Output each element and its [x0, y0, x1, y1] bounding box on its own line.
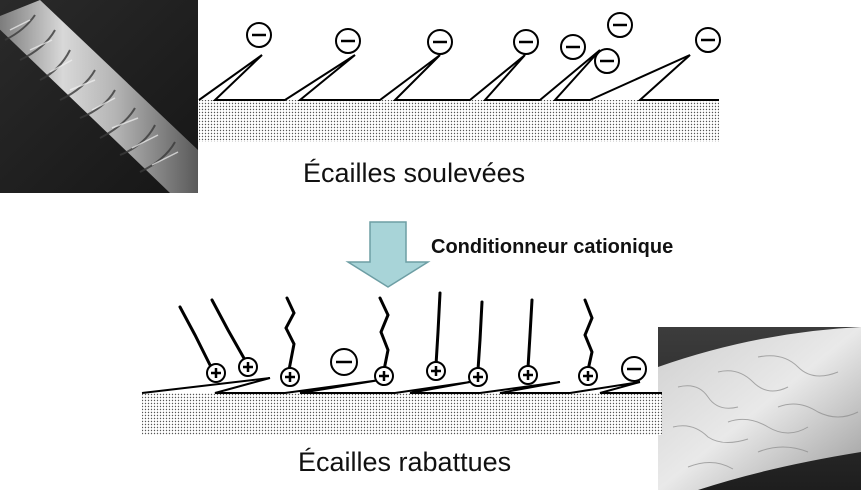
- top-lifted-scales: [198, 49, 719, 101]
- positive-charge-icon: [280, 367, 300, 387]
- negative-charge-icon: [335, 28, 361, 54]
- conditioner-polymer-chains: [178, 291, 594, 372]
- bottom-caption: Écailles rabattues: [298, 447, 512, 477]
- bottom-positive-charges: [206, 357, 598, 387]
- top-cuticle-surface: [199, 100, 719, 142]
- positive-charge-icon: [426, 361, 446, 381]
- top-caption: Écailles soulevées: [303, 158, 526, 188]
- top-negative-charges: [246, 12, 721, 74]
- negative-charge-icon: [621, 356, 647, 382]
- negative-charge-icon: [695, 27, 721, 53]
- negative-charge-icon: [330, 348, 358, 376]
- positive-charge-icon: [468, 367, 488, 387]
- lifted-cuticle-micrograph: [0, 0, 198, 193]
- negative-charge-icon: [246, 22, 272, 48]
- conditioner-label: Conditionneur cationique: [431, 236, 674, 258]
- bottom-negative-charges: [330, 348, 647, 382]
- negative-charge-icon: [513, 29, 539, 55]
- positive-charge-icon: [238, 357, 258, 377]
- bottom-cuticle-surface: [142, 393, 662, 435]
- negative-charge-icon: [427, 29, 453, 55]
- down-arrow-icon: [345, 221, 431, 288]
- negative-charge-icon: [594, 48, 620, 74]
- bottom-flattened-scales: [141, 377, 662, 394]
- positive-charge-icon: [578, 366, 598, 386]
- positive-charge-icon: [374, 366, 394, 386]
- positive-charge-icon: [206, 363, 226, 383]
- smoothed-cuticle-micrograph: [658, 327, 861, 490]
- negative-charge-icon: [560, 34, 586, 60]
- negative-charge-icon: [607, 12, 633, 38]
- positive-charge-icon: [518, 365, 538, 385]
